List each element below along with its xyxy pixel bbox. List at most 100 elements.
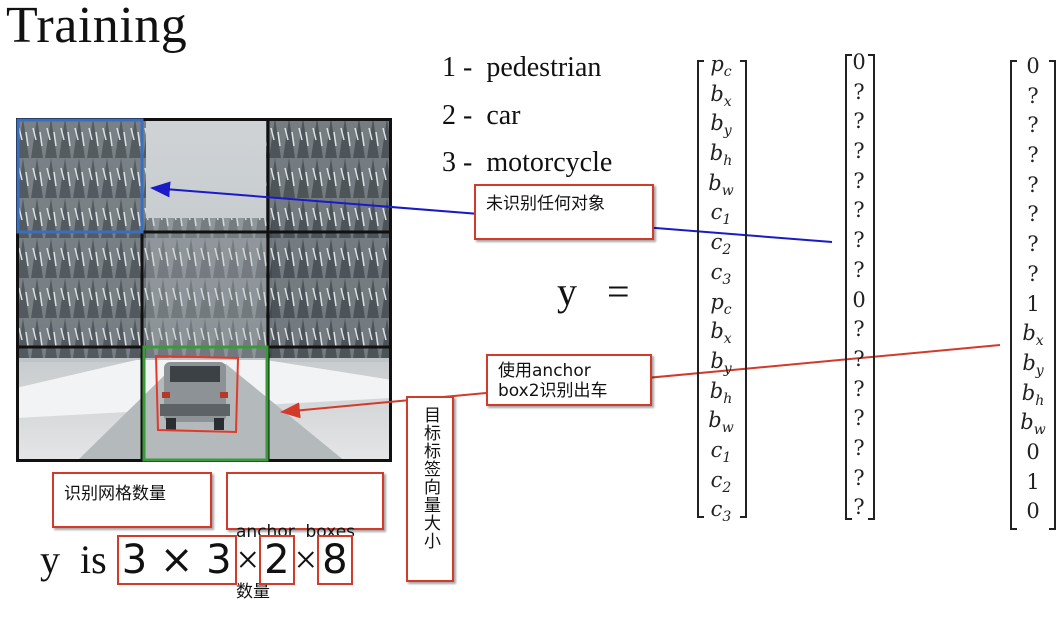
vector-entry: ? bbox=[1011, 141, 1055, 171]
class-label: car bbox=[486, 100, 521, 131]
vector-entry-symbol: ? bbox=[853, 406, 865, 431]
vector-entry-symbol: ? bbox=[853, 79, 865, 104]
vector-entry: by bbox=[699, 109, 743, 139]
note-target-size-text: 目标标签向量大小 bbox=[420, 406, 440, 550]
vector-entry-symbol: ? bbox=[1027, 202, 1039, 227]
vector-entry-subscript: c bbox=[723, 301, 732, 318]
vector-entry: ? bbox=[837, 78, 881, 108]
vector-entry-symbol: ? bbox=[853, 465, 865, 490]
class-num: 1 - bbox=[442, 52, 473, 83]
equation-lhs: y = bbox=[557, 268, 630, 315]
note-anchor-car: 使用anchor box2识别出车 bbox=[486, 354, 652, 406]
vector-entry-symbol: c bbox=[710, 200, 723, 225]
vector-entry: bh bbox=[1011, 379, 1055, 409]
equation-equals: = bbox=[607, 269, 630, 314]
note-no-object: 未识别任何对象 bbox=[474, 184, 654, 240]
vector-entry: bw bbox=[699, 406, 743, 436]
vector-entry: ? bbox=[837, 404, 881, 434]
class-label: motorcycle bbox=[486, 147, 613, 178]
class-num: 2 - bbox=[442, 100, 473, 131]
vector-entry-subscript: 1 bbox=[722, 212, 732, 229]
vector-entry: 1 bbox=[1011, 290, 1055, 320]
vector-entry: 1 bbox=[1011, 468, 1055, 498]
vector-entry-subscript: c bbox=[723, 64, 732, 81]
times-sign-1: × bbox=[236, 537, 260, 582]
note-grid-count: 识别网格数量 bbox=[52, 472, 212, 528]
vector-entry: 0 bbox=[837, 48, 881, 78]
note-no-object-text: 未识别任何对象 bbox=[486, 194, 605, 214]
vector-entry: bx bbox=[699, 80, 743, 110]
vector-entry-symbol: p bbox=[710, 52, 724, 76]
vector-entry-symbol: c bbox=[710, 497, 723, 522]
vector-entry-symbol: ? bbox=[853, 435, 865, 460]
vector-entry-symbol: b bbox=[710, 319, 724, 344]
vector-entry-symbol: b bbox=[709, 141, 724, 166]
labels-vector-left-bracket bbox=[697, 60, 704, 518]
vector-entry: bw bbox=[1011, 408, 1055, 438]
vector-entry-subscript: h bbox=[1035, 392, 1045, 409]
vector-entry-symbol: 0 bbox=[852, 287, 866, 312]
vector-entry: ? bbox=[837, 464, 881, 494]
vector-entry-subscript: w bbox=[721, 420, 734, 437]
vector-entry: ? bbox=[837, 256, 881, 286]
no-object-vector: 0???????0??????? bbox=[837, 48, 881, 523]
vector-entry: ? bbox=[1011, 260, 1055, 290]
vector-entry-symbol: c bbox=[710, 230, 723, 255]
car-vector-right-bracket bbox=[1049, 60, 1056, 530]
class-item-1: 1 - pedestrian bbox=[428, 20, 601, 84]
vector-entry-symbol: b bbox=[710, 81, 724, 106]
vector-entry-subscript: x bbox=[723, 93, 732, 110]
note-anchor-boxes-line1: anchor boxes bbox=[236, 522, 356, 542]
vector-entry-symbol: p bbox=[710, 289, 724, 314]
vector-entry: pc bbox=[699, 288, 743, 318]
times-sign-2: × bbox=[294, 537, 318, 582]
vector-entry-symbol: ? bbox=[853, 168, 865, 193]
vector-entry: ? bbox=[1011, 200, 1055, 230]
vector-entry-subscript: 3 bbox=[722, 272, 732, 288]
note-anchor-boxes-line2: 数量 bbox=[236, 582, 270, 602]
equation-y: y bbox=[557, 269, 577, 314]
vector-entry-subscript: w bbox=[1033, 422, 1046, 439]
slide-title: Training bbox=[6, 0, 188, 54]
vector-entry: bh bbox=[699, 377, 743, 407]
vector-entry: 0 bbox=[1011, 497, 1055, 527]
anchor-count-box: 2 bbox=[259, 535, 295, 585]
vector-entry: ? bbox=[837, 434, 881, 464]
vector-entry: c3 bbox=[699, 495, 743, 525]
vector-entry-symbol: b bbox=[709, 378, 724, 403]
vector-entry: c1 bbox=[699, 198, 743, 228]
vector-entry-symbol: ? bbox=[853, 228, 865, 253]
vector-entry: 0 bbox=[1011, 52, 1055, 82]
vector-entry-subscript: y bbox=[723, 123, 732, 140]
vector-entry-symbol: ? bbox=[853, 376, 865, 401]
vector-entry-symbol: ? bbox=[853, 198, 865, 223]
vector-entry: 0 bbox=[837, 286, 881, 316]
vector-entry-subscript: 2 bbox=[722, 479, 732, 496]
vector-entry: ? bbox=[837, 226, 881, 256]
vector-depth-box: 8 bbox=[317, 535, 353, 585]
vector-entry-symbol: ? bbox=[1027, 113, 1039, 138]
vector-entry: ? bbox=[837, 167, 881, 197]
vector-entry: bh bbox=[699, 139, 743, 169]
vector-entry-subscript: w bbox=[721, 182, 734, 199]
vector-entry-symbol: ? bbox=[853, 346, 865, 371]
vector-entry-symbol: ? bbox=[853, 317, 865, 342]
vector-entry-symbol: b bbox=[708, 408, 722, 433]
vector-entry: ? bbox=[837, 493, 881, 523]
vector-entry-symbol: b bbox=[710, 111, 724, 136]
class-item-3: 3 - motorcycle bbox=[428, 115, 612, 179]
note-anchor-boxes: anchor boxes 数量 bbox=[226, 472, 384, 602]
vector-entry-symbol: ? bbox=[1027, 143, 1039, 168]
vector-entry-subscript: x bbox=[1035, 333, 1044, 350]
vector-entry: ? bbox=[1011, 230, 1055, 260]
vector-entry-symbol: ? bbox=[853, 495, 865, 520]
vector-entry-symbol: ? bbox=[1027, 261, 1039, 286]
vector-entry-subscript: h bbox=[723, 153, 733, 170]
vector-entry: ? bbox=[1011, 82, 1055, 112]
vector-entry-symbol: b bbox=[1020, 410, 1034, 435]
vector-entry-symbol: c bbox=[710, 437, 723, 462]
note-grid-count-text: 识别网格数量 bbox=[64, 484, 166, 504]
vector-entry-symbol: 1 bbox=[1026, 469, 1040, 494]
